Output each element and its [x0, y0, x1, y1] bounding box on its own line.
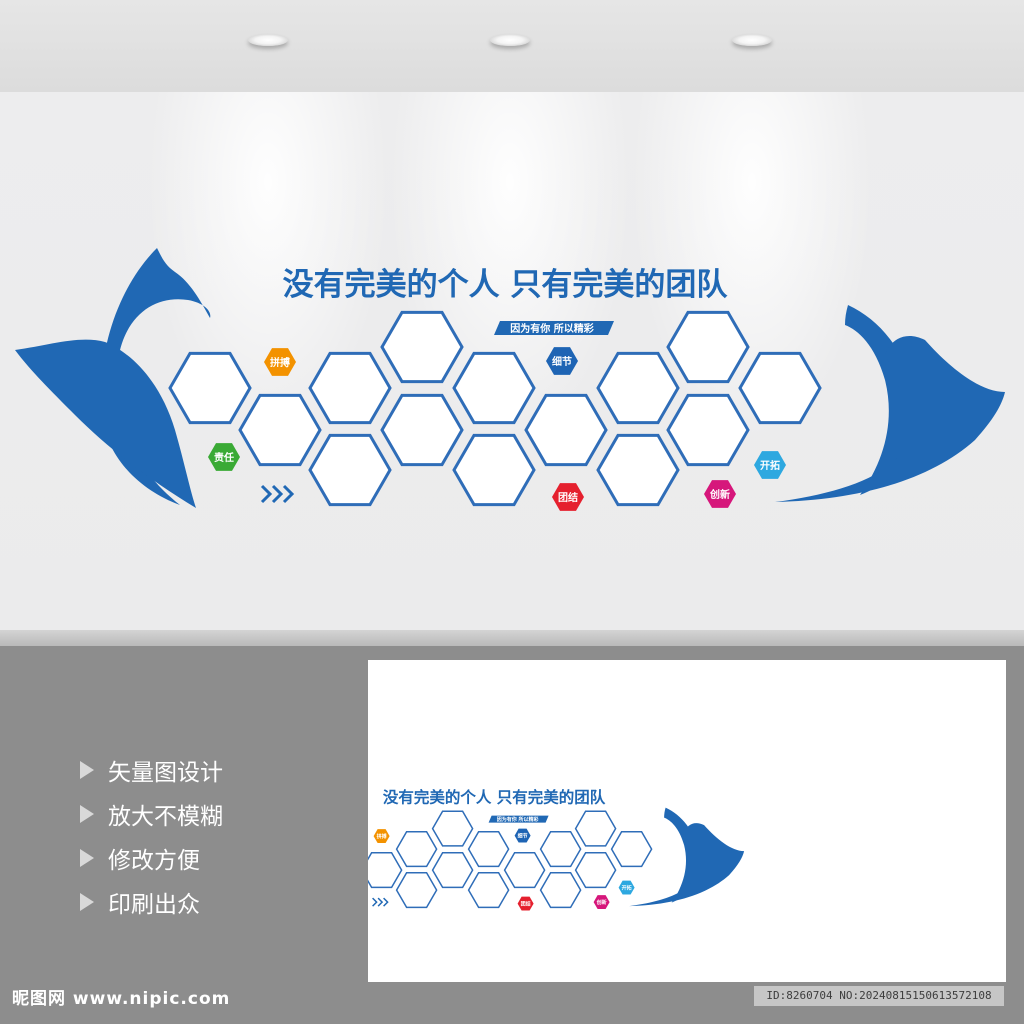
- chevron-right-icon: [282, 484, 295, 504]
- triangle-right-icon: [80, 761, 94, 779]
- spotlight-icon: [248, 34, 288, 46]
- value-badge: [618, 880, 635, 895]
- image-id-label: ID:8260704 NO:20240815150613572108: [754, 986, 1004, 1006]
- feature-label: 放大不模糊: [108, 804, 223, 830]
- photo-frame: [503, 852, 546, 889]
- photo-frame: [467, 831, 510, 868]
- chevron-right-icon: [383, 897, 389, 907]
- triangle-right-icon: [80, 805, 94, 823]
- value-badge: [552, 483, 584, 511]
- photo-frame: [596, 351, 680, 425]
- photo-frame: [666, 310, 750, 384]
- decor-arrows: [260, 484, 295, 504]
- value-badge-label: 开拓: [760, 459, 780, 472]
- feature-item: 放大不模糊: [80, 792, 223, 836]
- photo-frame: [238, 393, 322, 467]
- photo-frame: [380, 393, 464, 467]
- banner: 因为有你 所以精彩: [494, 321, 614, 335]
- wall-title: 没有完美的个人 只有完美的团队: [383, 788, 606, 807]
- photo-frame: [738, 351, 822, 425]
- value-badge: [514, 828, 531, 843]
- feature-list: 矢量图设计 放大不模糊 修改方便 印刷出众: [80, 748, 223, 924]
- photo-frame: [574, 852, 617, 889]
- photo-frame: [380, 310, 464, 384]
- photo-frame-group: [168, 310, 822, 507]
- site-logo: 昵图网 www.nipic.com: [12, 989, 231, 1009]
- value-badge-label: 团结: [558, 491, 578, 504]
- photo-frame: [539, 831, 582, 868]
- value-badge-label: 开拓: [622, 885, 632, 892]
- photo-frame: [666, 393, 750, 467]
- photo-frame: [610, 831, 653, 868]
- photo-frame: [308, 351, 392, 425]
- feature-label: 矢量图设计: [108, 760, 223, 786]
- value-badge: [517, 896, 534, 911]
- value-badge-label: 拼搏: [376, 833, 387, 840]
- value-badge: [373, 829, 390, 844]
- value-badge: [593, 895, 610, 910]
- value-badge-label: 创新: [709, 488, 730, 501]
- triangle-right-icon: [80, 849, 94, 867]
- floor-line: [0, 630, 1024, 646]
- triangle-right-icon: [80, 893, 94, 911]
- banner-text: 因为有你 所以精彩: [510, 322, 593, 335]
- photo-frame: [308, 433, 392, 507]
- photo-frame: [596, 433, 680, 507]
- photo-frame: [524, 393, 608, 467]
- value-badge: [704, 480, 736, 508]
- photo-frame: [395, 872, 438, 909]
- value-badge: [264, 348, 296, 376]
- decor-arrows: [372, 897, 389, 907]
- photo-frame: [452, 433, 536, 507]
- value-badge-label: 细节: [518, 833, 528, 840]
- value-badge-label: 创新: [596, 899, 607, 906]
- chevron-right-icon: [372, 897, 378, 907]
- value-badge: [754, 451, 786, 479]
- chevron-right-icon: [260, 484, 273, 504]
- photo-frame: [539, 872, 582, 909]
- value-badge-label: 细节: [552, 355, 572, 368]
- photo-frame: [574, 810, 617, 847]
- value-badge-label: 责任: [214, 451, 234, 464]
- feature-item: 印刷出众: [80, 880, 223, 924]
- feature-label: 修改方便: [108, 848, 200, 874]
- photo-frame-group: [368, 810, 653, 909]
- value-badge: [546, 347, 578, 375]
- banner-text: 因为有你 所以精彩: [497, 816, 540, 823]
- photo-frame: [467, 872, 510, 909]
- spotlight-icon: [490, 34, 530, 46]
- feature-label: 印刷出众: [108, 892, 200, 918]
- banner-shape: [494, 321, 614, 335]
- chevron-right-icon: [271, 484, 284, 504]
- value-badge-label: 拼搏: [270, 356, 290, 369]
- chevron-right-icon: [377, 897, 384, 907]
- photo-frame: [368, 852, 403, 889]
- value-badge: [208, 443, 240, 471]
- banner-shape: [488, 815, 549, 823]
- ceiling: [0, 0, 1024, 92]
- photo-frame: [168, 351, 252, 425]
- wall-mockup: 没有完美的个人 只有完美的团队 因为有你 所以精彩 拼搏 细节责任开拓团结 创新: [0, 92, 1024, 630]
- photo-frame: [395, 831, 438, 868]
- feature-item: 矢量图设计: [80, 748, 223, 792]
- photo-frame: [452, 351, 536, 425]
- photo-frame: [431, 852, 474, 889]
- feature-item: 修改方便: [80, 836, 223, 880]
- spotlight-icon: [732, 34, 772, 46]
- photo-frame: [431, 810, 474, 847]
- wall-title: 没有完美的个人 只有完美的团队: [283, 267, 729, 303]
- value-badge-label: 团结: [521, 901, 531, 908]
